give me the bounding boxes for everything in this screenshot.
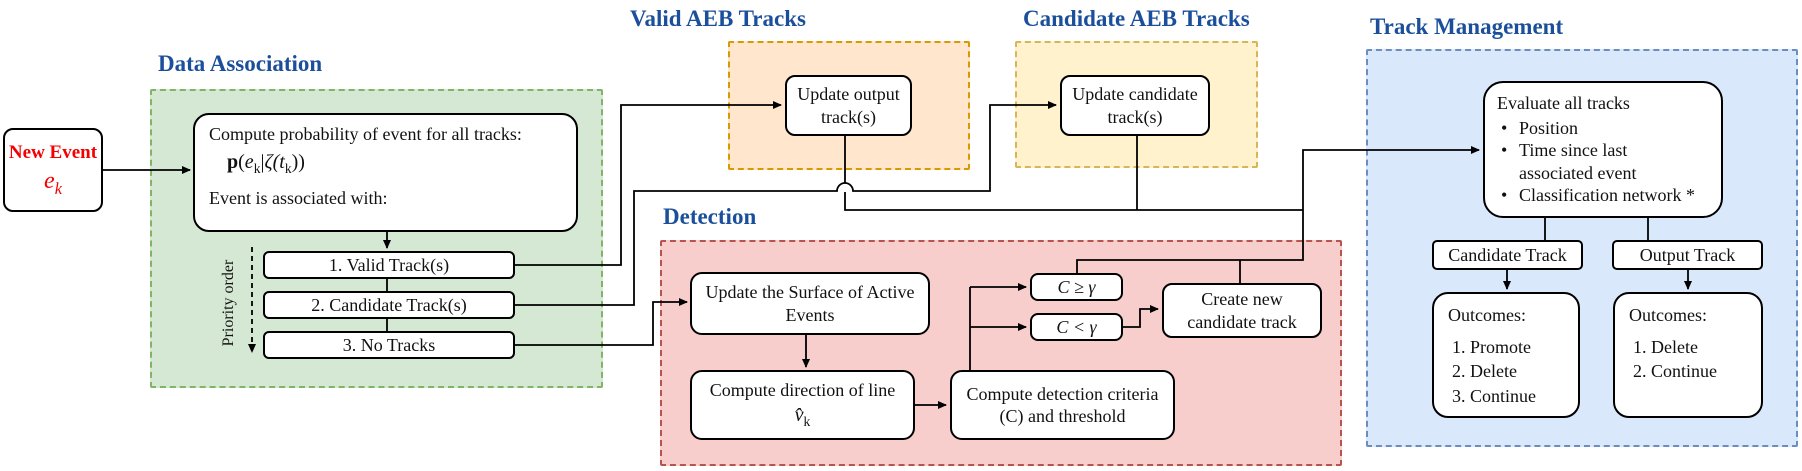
update-surface-box: Update the Surface of Active Events	[690, 272, 930, 335]
compute-probability-box: Compute probability of event for all tra…	[193, 113, 578, 232]
math-sub: k	[253, 160, 261, 176]
option-no-tracks-label: 3. No Tracks	[342, 334, 436, 355]
candidate-track-label: Candidate Track	[1448, 244, 1567, 265]
c-lt-gamma-label: C < γ	[1056, 316, 1097, 337]
compute-probability-line2: Event is associated with:	[209, 188, 388, 209]
update-surface-label: Update the Surface of Active Events	[705, 282, 915, 325]
update-candidate-box: Update candidate track(s)	[1060, 75, 1210, 136]
math-sub: k	[284, 160, 292, 176]
math-term: e	[244, 150, 254, 173]
math-sub: k	[54, 179, 62, 199]
outcome-item: 2. Continue	[1633, 361, 1717, 381]
data-association-title: Data Association	[158, 51, 323, 76]
evaluate-bullet-classification: Classification network *	[1497, 184, 1695, 207]
math-term: e	[44, 168, 55, 195]
priority-order-label: Priority order	[220, 259, 237, 347]
option-candidate-tracks-label: 2. Candidate Track(s)	[311, 294, 467, 315]
evaluate-tracks-box: Evaluate all tracks Position Time since …	[1483, 81, 1723, 218]
valid-aeb-tracks-title: Valid AEB Tracks	[630, 6, 806, 31]
compute-criteria-label: Compute detection criteria (C) and thres…	[966, 383, 1159, 427]
create-new-candidate-label: Create new candidate track	[1187, 289, 1297, 332]
output-track-label: Output Track	[1639, 244, 1736, 265]
create-new-candidate-box: Create new candidate track	[1162, 283, 1322, 338]
track-management-title: Track Management	[1370, 14, 1564, 39]
direction-symbol: v̂k	[795, 403, 811, 431]
new-event-symbol: ek	[44, 166, 62, 199]
compute-direction-box: Compute direction of line v̂k	[690, 370, 915, 440]
evaluate-bullet-position: Position	[1497, 117, 1578, 140]
c-geq-gamma-label: C ≥ γ	[1057, 276, 1096, 297]
option-valid-tracks-box: 1. Valid Track(s)	[263, 251, 515, 279]
new-event-label: New Event	[8, 141, 98, 163]
math-term: ))	[291, 150, 305, 173]
math-term: v̂	[794, 404, 804, 427]
math-term: (	[238, 150, 245, 173]
option-valid-tracks-label: 1. Valid Track(s)	[328, 254, 450, 275]
outcome-item: 3. Continue	[1452, 385, 1536, 406]
new-event-box: New Event ek	[3, 128, 103, 212]
candidate-aeb-tracks-title: Candidate AEB Tracks	[1023, 6, 1250, 31]
math-term: |	[260, 150, 265, 173]
compute-criteria-box: Compute detection criteria (C) and thres…	[950, 370, 1175, 440]
outcomes-candidate-box: Outcomes: 1. Promote 2. Delete 3. Contin…	[1432, 292, 1580, 418]
c-geq-gamma-box: C ≥ γ	[1030, 273, 1123, 301]
candidate-track-box: Candidate Track	[1432, 240, 1583, 270]
option-no-tracks-box: 3. No Tracks	[263, 331, 515, 359]
compute-direction-label: Compute direction of line	[709, 379, 896, 400]
math-term: p	[227, 150, 239, 173]
outcome-item: 1. Promote	[1452, 336, 1531, 357]
outcome-item: 1. Delete	[1633, 336, 1698, 357]
update-output-box: Update output track(s)	[785, 75, 912, 136]
math-term: ζ(	[264, 150, 280, 173]
outcomes-candidate-items: 1. Promote 2. Delete 3. Continue	[1448, 336, 1536, 410]
outcomes-output-items: 1. Delete 2. Continue	[1629, 336, 1717, 385]
detection-title: Detection	[663, 204, 757, 229]
math-term: t	[279, 150, 285, 173]
c-lt-gamma-box: C < γ	[1030, 313, 1123, 341]
math-sub: k	[803, 414, 811, 430]
output-track-box: Output Track	[1612, 240, 1763, 270]
update-output-label: Update output track(s)	[797, 84, 900, 127]
outcome-item: 2. Delete	[1452, 361, 1517, 381]
outcomes-candidate-title: Outcomes:	[1448, 305, 1526, 325]
option-candidate-tracks-box: 2. Candidate Track(s)	[263, 291, 515, 319]
update-candidate-label: Update candidate track(s)	[1072, 84, 1198, 127]
line-hop-gap	[836, 183, 854, 192]
evaluate-tracks-title: Evaluate all tracks	[1497, 93, 1630, 113]
probability-formula: p(ek|ζ(tk))	[227, 150, 305, 178]
evaluate-bullet-time: Time since last associated event	[1497, 139, 1697, 184]
outcomes-output-title: Outcomes:	[1629, 305, 1707, 325]
compute-probability-line1: Compute probability of event for all tra…	[209, 124, 522, 144]
outcomes-output-box: Outcomes: 1. Delete 2. Continue	[1613, 292, 1763, 418]
